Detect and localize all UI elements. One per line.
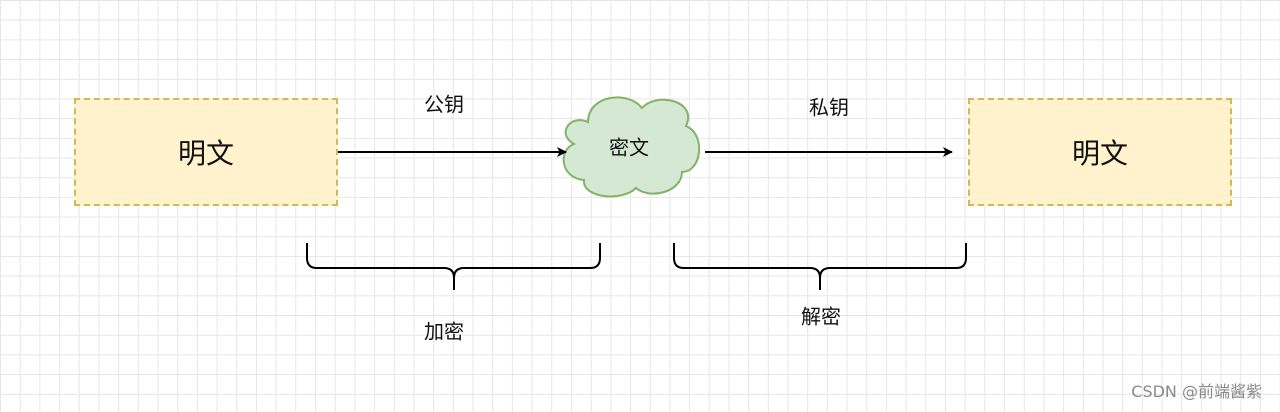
watermark: CSDN @前端酱紫 <box>1131 382 1262 401</box>
decrypt-brace <box>673 243 967 290</box>
plaintext-left-label: 明文 <box>177 137 234 170</box>
public-key-label: 公钥 <box>424 92 464 117</box>
plaintext-right-label: 明文 <box>1071 137 1128 170</box>
plaintext-box-left[interactable]: 明文 <box>74 98 338 206</box>
encrypt-brace <box>306 243 601 290</box>
plaintext-box-right[interactable]: 明文 <box>968 98 1232 206</box>
ciphertext-label: 密文 <box>609 135 649 160</box>
ciphertext-cloud-icon[interactable] <box>562 96 701 198</box>
private-key-label: 私钥 <box>809 95 849 120</box>
encrypt-label: 加密 <box>424 319 464 344</box>
decrypt-label: 解密 <box>801 304 841 329</box>
